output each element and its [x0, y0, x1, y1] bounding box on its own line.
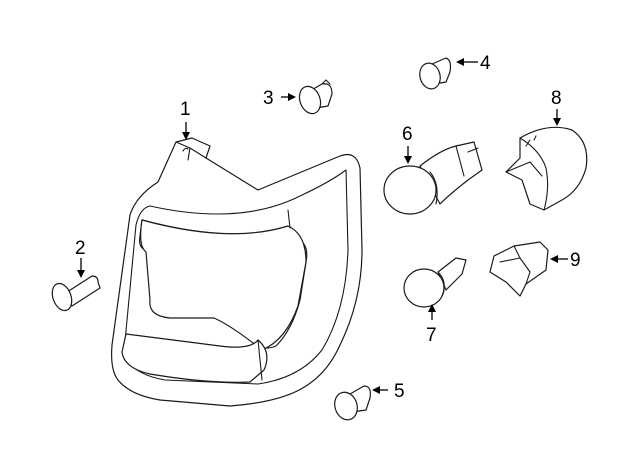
push-clip-lower[interactable]	[331, 385, 371, 423]
wedge-bulb-small[interactable]	[403, 257, 467, 308]
push-clip-upper[interactable]	[296, 79, 333, 117]
bulb-socket-small[interactable]	[489, 241, 549, 297]
callout-5: 5	[394, 381, 405, 402]
callout-7: 7	[426, 325, 437, 346]
callout-1: 1	[180, 99, 191, 120]
callout-8: 8	[551, 88, 562, 109]
leader-lines	[77, 58, 568, 394]
callout-3: 3	[263, 88, 274, 109]
callout-9: 9	[570, 250, 581, 271]
mounting-screw[interactable]	[49, 275, 101, 313]
callout-labels: 1 2 3 4 5 6 7 8 9	[75, 53, 581, 402]
tail-lamp-assembly[interactable]	[111, 137, 363, 407]
callout-4: 4	[480, 53, 491, 74]
push-clip-top[interactable]	[417, 57, 452, 91]
callout-6: 6	[402, 124, 413, 145]
bulb-socket-large[interactable]	[505, 126, 588, 211]
wedge-bulb-large[interactable]	[383, 141, 483, 215]
callout-2: 2	[75, 238, 86, 259]
